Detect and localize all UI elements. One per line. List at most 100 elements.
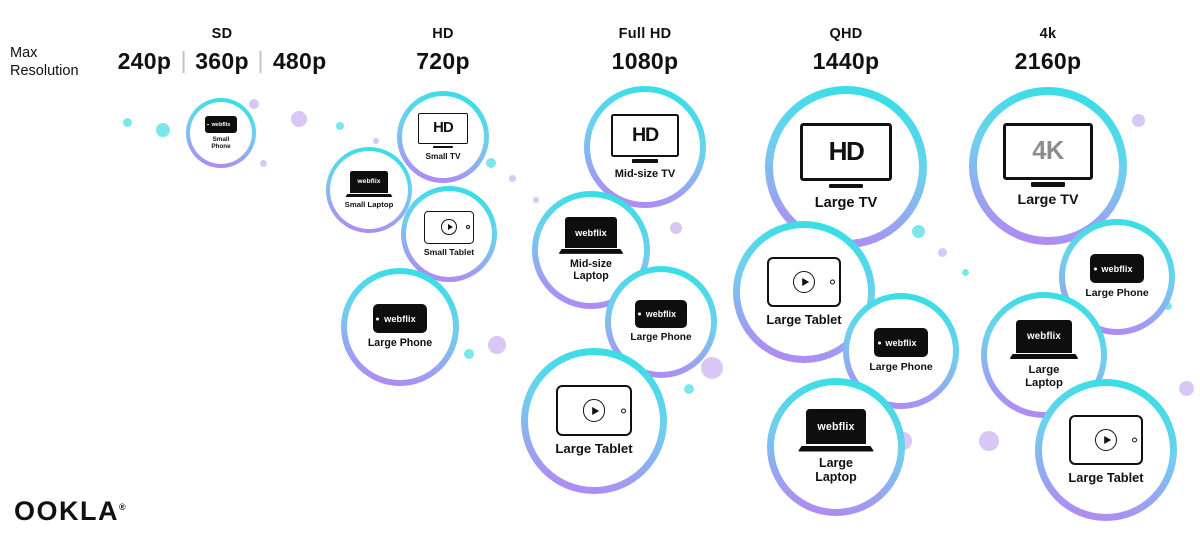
decorative-dot <box>156 123 170 137</box>
device-label: Small Phone <box>211 135 231 151</box>
device-label: Large Tablet <box>766 311 842 327</box>
tv-screen: HD <box>417 112 469 145</box>
laptop-base <box>558 248 624 254</box>
device-label: Large Phone <box>367 337 433 349</box>
camera-dot <box>621 408 627 414</box>
device-bubble-full-hd-mid-size-tv: HD Mid-size TV <box>584 86 706 208</box>
decorative-dot <box>961 268 969 276</box>
laptop-screen: webflix <box>350 170 388 193</box>
device-label: Small Tablet <box>423 246 475 257</box>
decorative-dot <box>464 349 474 359</box>
tv-icon: HD <box>799 122 893 189</box>
device-label: Large Phone <box>869 361 933 373</box>
bubble-content: HD Large TV <box>799 122 893 212</box>
play-icon <box>582 399 606 423</box>
device-bubble-qhd-large-tv: HD Large TV <box>765 86 927 248</box>
decorative-dot <box>291 111 307 127</box>
camera-dot <box>830 279 836 285</box>
decorative-dot <box>701 357 723 379</box>
4k-logo: 4K <box>1032 136 1064 165</box>
webflix-logo: webflix <box>885 337 917 348</box>
ookla-logo-text: OOKLA <box>14 496 119 526</box>
tablet-icon <box>766 257 842 307</box>
decorative-dot <box>1164 302 1172 310</box>
device-label: Large Tablet <box>555 441 633 457</box>
decorative-dot <box>249 99 259 109</box>
bubble-content: Large Tablet <box>1068 415 1144 485</box>
camera-dot <box>877 341 881 345</box>
camera-dot <box>376 317 380 321</box>
device-label: Mid-size TV <box>614 167 676 180</box>
bubble-content: Large Tablet <box>766 257 842 327</box>
axis-label-max-resolution: Max Resolution <box>10 45 79 80</box>
decorative-dot <box>684 384 694 394</box>
webflix-logo: webflix <box>384 313 416 324</box>
webflix-logo: webflix <box>645 309 677 320</box>
tv-icon: HD <box>610 113 680 163</box>
tv-icon: HD <box>417 112 469 149</box>
decorative-dot <box>508 174 516 182</box>
camera-dot <box>466 225 471 230</box>
bubble-inner: Large Tablet <box>1042 386 1170 514</box>
hd-logo: HD <box>828 136 865 167</box>
tablet-icon <box>1068 415 1144 465</box>
tv-screen: 4K <box>1002 122 1094 180</box>
phone-icon: webflix <box>874 328 928 358</box>
tablet-icon <box>555 385 633 437</box>
bubble-content: HD Mid-size TV <box>610 113 680 180</box>
decorative-dot <box>1131 113 1145 127</box>
device-label: Mid-size Laptop <box>570 257 612 282</box>
device-label: Large TV <box>814 194 878 211</box>
webflix-logo: webflix <box>1101 263 1133 274</box>
camera-dot <box>1132 437 1138 443</box>
laptop-icon: webflix <box>1009 320 1079 360</box>
device-label: Large Phone <box>630 332 692 344</box>
camera-dot <box>206 123 209 126</box>
tv-icon: 4K <box>1002 122 1094 187</box>
decorative-dot <box>1178 380 1194 396</box>
decorative-dot <box>373 138 379 144</box>
decorative-dot <box>911 224 925 238</box>
decorative-dot <box>670 222 682 234</box>
laptop-screen: webflix <box>1016 320 1072 353</box>
device-label: Large TV <box>1017 192 1079 209</box>
laptop-base <box>797 445 875 452</box>
device-bubble-4k-large-tv: 4K Large TV <box>969 87 1127 245</box>
bubble-inner: Large Tablet <box>528 355 660 487</box>
hd-logo: HD <box>631 124 659 147</box>
device-bubble-4k-large-tablet: Large Tablet <box>1035 379 1177 521</box>
tv-stand <box>829 183 863 189</box>
phone-icon: webflix <box>372 304 428 334</box>
decorative-dot <box>533 197 539 203</box>
bubble-content: Small Tablet <box>423 210 475 258</box>
webflix-logo: webflix <box>1027 330 1061 342</box>
bubble-inner: 4K Large TV <box>977 95 1119 237</box>
laptop-base <box>1009 353 1079 360</box>
decorative-dot <box>122 117 132 127</box>
tv-stand <box>433 145 453 149</box>
decorative-dot <box>259 159 267 167</box>
webflix-logo: webflix <box>211 121 231 128</box>
phone-icon: webflix <box>1090 254 1144 284</box>
device-label: Large Phone <box>1085 287 1149 299</box>
